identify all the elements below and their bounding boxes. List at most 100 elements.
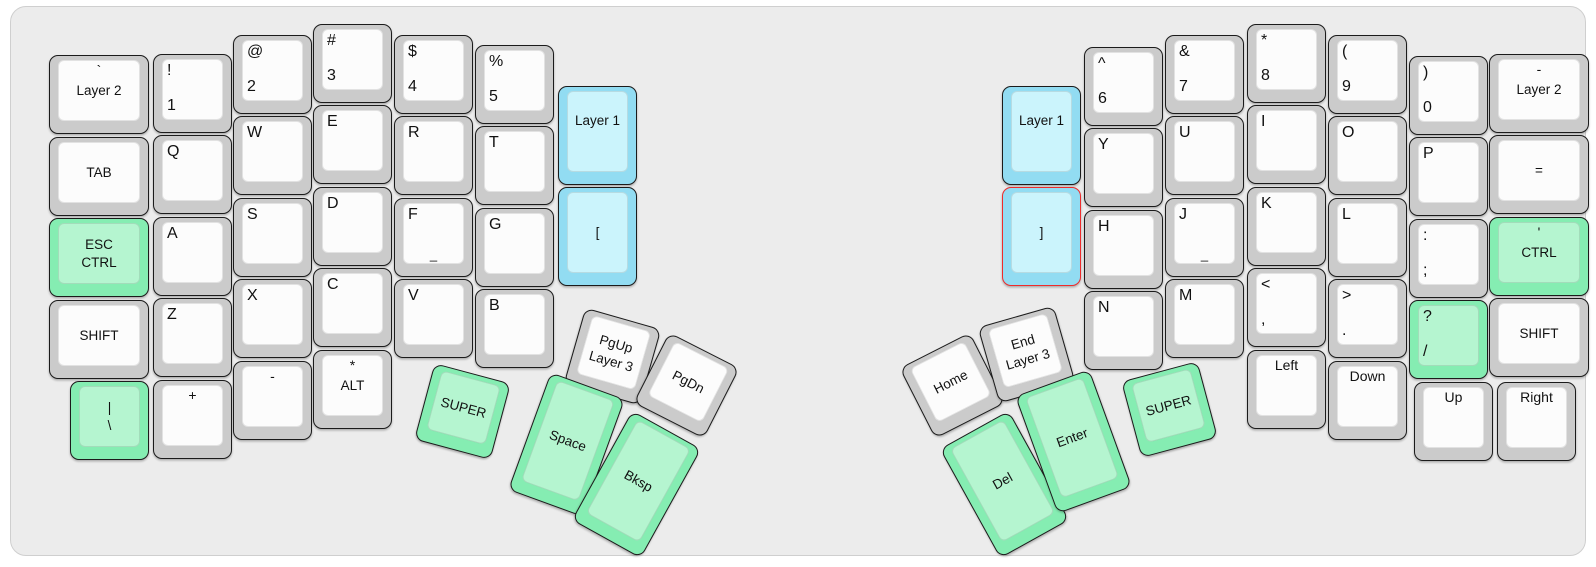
key-c[interactable]: C	[313, 268, 392, 347]
key-lt-comma[interactable]: <,	[1247, 268, 1326, 347]
key-percent-5[interactable]: %5	[475, 45, 554, 124]
key-percent-5-cap	[484, 50, 545, 111]
key-p[interactable]: P	[1409, 137, 1488, 216]
key-b[interactable]: B	[475, 289, 554, 368]
key-y-cap	[1093, 133, 1154, 194]
key-c-cap	[322, 273, 383, 334]
key-x-cap	[242, 284, 303, 345]
key-w[interactable]: W	[233, 116, 312, 195]
key-t-cap	[484, 131, 545, 192]
key-i[interactable]: I	[1247, 105, 1326, 184]
key-shift-right[interactable]: SHIFT	[1489, 298, 1589, 377]
key-layer1-left[interactable]: Layer 1	[558, 86, 637, 185]
key-asterisk-8[interactable]: *8	[1247, 24, 1326, 103]
key-amp-7[interactable]: &7	[1165, 35, 1244, 114]
key-at-2[interactable]: @2	[233, 35, 312, 114]
key-asterisk-alt-cap	[322, 355, 383, 416]
key-o[interactable]: O	[1328, 116, 1407, 195]
key-asterisk-alt[interactable]: *ALT	[313, 350, 392, 429]
key-esc-ctrl[interactable]: ESC CTRL	[49, 218, 149, 297]
key-dollar-4-cap	[403, 40, 464, 101]
key-plus[interactable]: +	[153, 380, 232, 459]
key-r[interactable]: R	[394, 116, 473, 195]
key-layer1-left-cap	[567, 91, 628, 172]
key-l[interactable]: L	[1328, 198, 1407, 277]
key-tab[interactable]: TAB	[49, 137, 149, 216]
key-rparen-0[interactable]: )0	[1409, 56, 1488, 135]
key-i-cap	[1256, 110, 1317, 171]
key-exclam-1-cap	[162, 59, 223, 120]
key-rbracket[interactable]: ]	[1002, 187, 1081, 286]
key-z[interactable]: Z	[153, 298, 232, 377]
key-b-cap	[484, 294, 545, 355]
key-equals[interactable]: =	[1489, 135, 1589, 214]
key-shift-left[interactable]: SHIFT	[49, 300, 149, 379]
key-l-cap	[1337, 203, 1398, 264]
key-end-layer3-cap	[987, 312, 1063, 388]
key-n[interactable]: N	[1084, 291, 1163, 370]
key-s-cap	[242, 203, 303, 264]
key-super-right[interactable]: SUPER	[1120, 360, 1218, 458]
key-e[interactable]: E	[313, 105, 392, 184]
key-d[interactable]: D	[313, 187, 392, 266]
key-s[interactable]: S	[233, 198, 312, 277]
key-at-2-cap	[242, 40, 303, 101]
key-t[interactable]: T	[475, 126, 554, 205]
key-home-cap	[909, 340, 992, 423]
key-z-cap	[162, 303, 223, 364]
key-u[interactable]: U	[1165, 116, 1244, 195]
key-question-slash[interactable]: ?/	[1409, 300, 1488, 379]
key-minus-cap	[242, 366, 303, 427]
key-arrow-down[interactable]: Down	[1328, 361, 1407, 440]
key-w-cap	[242, 121, 303, 182]
key-colon-semicolon[interactable]: :;	[1409, 219, 1488, 298]
key-layer1-right[interactable]: Layer 1	[1002, 86, 1081, 185]
key-lparen-9[interactable]: (9	[1328, 35, 1407, 114]
key-lparen-9-cap	[1337, 40, 1398, 101]
key-caret-6[interactable]: ^6	[1084, 47, 1163, 126]
key-grave-layer2-cap	[58, 60, 140, 121]
key-pipe-backslash-cap	[79, 386, 140, 447]
key-q[interactable]: Q	[153, 135, 232, 214]
key-hash-3[interactable]: #3	[313, 24, 392, 103]
key-k[interactable]: K	[1247, 187, 1326, 266]
key-a[interactable]: A	[153, 217, 232, 296]
key-quote-ctrl[interactable]: 'CTRL	[1489, 217, 1589, 296]
key-layer1-right-cap	[1011, 91, 1072, 172]
key-grave-layer2[interactable]: `Layer 2	[49, 55, 149, 134]
key-arrow-left[interactable]: Left	[1247, 350, 1326, 429]
key-arrow-left-cap	[1256, 355, 1317, 416]
key-v-cap	[403, 284, 464, 345]
key-equals-cap	[1498, 140, 1580, 201]
key-super-right-cap	[1130, 367, 1206, 443]
key-arrow-up[interactable]: Up	[1414, 382, 1493, 461]
key-m[interactable]: M	[1165, 279, 1244, 358]
key-j[interactable]: J_	[1165, 198, 1244, 277]
key-pipe-backslash[interactable]: | \	[70, 381, 149, 460]
key-gt-period[interactable]: >.	[1328, 279, 1407, 358]
key-arrow-right[interactable]: Right	[1497, 382, 1576, 461]
key-gt-period-cap	[1337, 284, 1398, 345]
key-exclam-1[interactable]: !1	[153, 54, 232, 133]
key-dash-layer2[interactable]: -Layer 2	[1489, 54, 1589, 133]
key-h-cap	[1093, 215, 1154, 276]
key-lbracket[interactable]: [	[558, 187, 637, 286]
key-tab-cap	[58, 142, 140, 203]
key-f-cap	[403, 203, 464, 264]
key-dash-layer2-cap	[1498, 59, 1580, 120]
key-p-cap	[1418, 142, 1479, 203]
key-x[interactable]: X	[233, 279, 312, 358]
key-f[interactable]: F_	[394, 198, 473, 277]
key-v[interactable]: V	[394, 279, 473, 358]
key-n-cap	[1093, 296, 1154, 357]
key-lbracket-cap	[567, 192, 628, 273]
key-e-cap	[322, 110, 383, 171]
key-y[interactable]: Y	[1084, 128, 1163, 207]
key-amp-7-cap	[1174, 40, 1235, 101]
key-minus[interactable]: -	[233, 361, 312, 440]
key-h[interactable]: H	[1084, 210, 1163, 289]
key-g[interactable]: G	[475, 208, 554, 287]
key-super-left[interactable]: SUPER	[413, 362, 511, 460]
key-dollar-4[interactable]: $4	[394, 35, 473, 114]
